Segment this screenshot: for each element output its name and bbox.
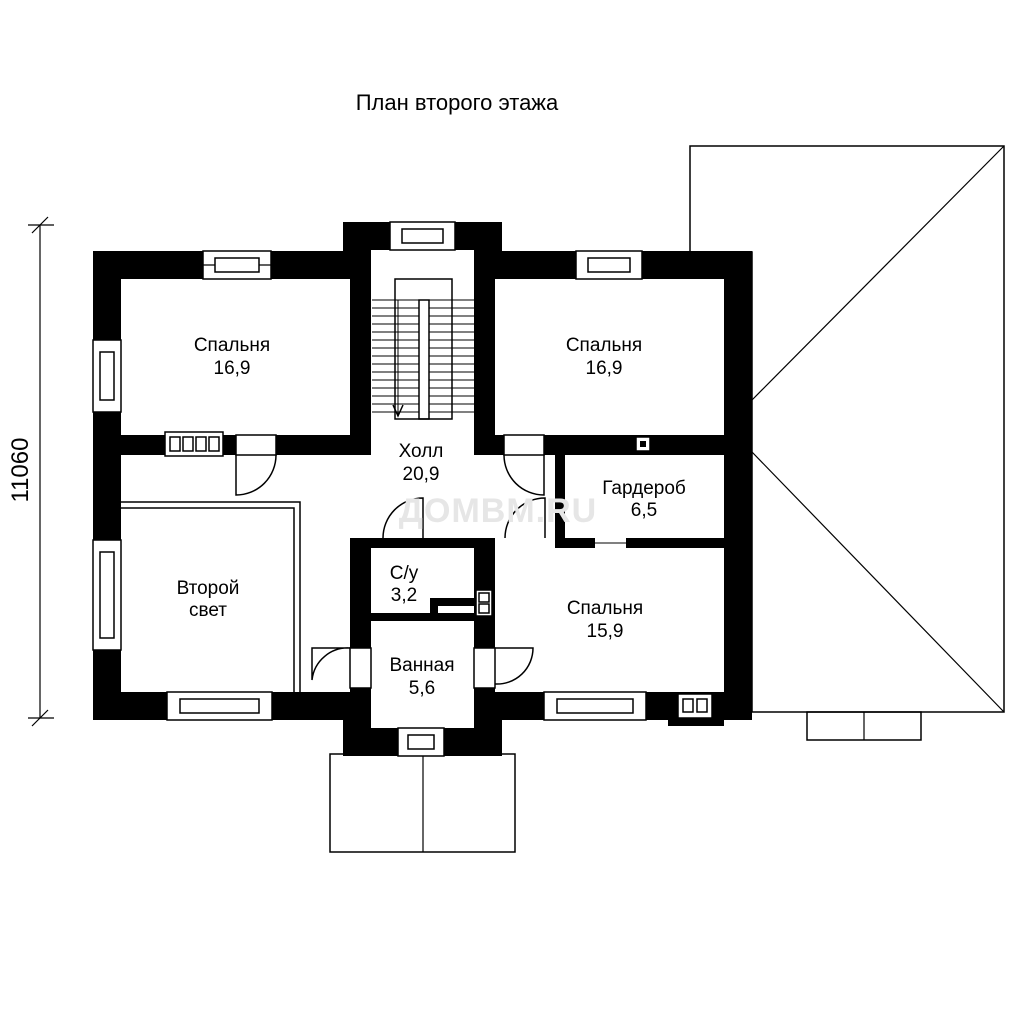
room-wardrobe-area: 6,5 xyxy=(631,500,657,521)
room-bedroom-se-area: 15,9 xyxy=(587,621,624,642)
room-bedroom-ne-area: 16,9 xyxy=(586,358,623,379)
dimension-line xyxy=(28,216,54,727)
watermark: ДОМВМ.RU xyxy=(399,492,597,530)
second-light-void xyxy=(121,501,301,692)
staircase xyxy=(372,278,474,420)
room-bathroom-area: 5,6 xyxy=(409,678,435,699)
fixtures xyxy=(164,431,713,719)
dimension-label: 11060 xyxy=(7,438,34,503)
room-hall-area: 20,9 xyxy=(403,464,440,485)
room-second-light-line2: свет xyxy=(189,600,227,621)
windows xyxy=(92,221,647,757)
room-wc-name: С/у xyxy=(390,563,419,584)
room-wardrobe-name: Гардероб xyxy=(602,478,686,499)
door-openings xyxy=(235,434,626,689)
room-bedroom-se-name: Спальня xyxy=(567,598,643,619)
room-second-light-line1: Второй xyxy=(177,578,240,599)
plan-title: План второго этажа xyxy=(356,90,559,115)
room-bedroom-ne-name: Спальня xyxy=(566,335,642,356)
porch-roof xyxy=(329,753,516,853)
room-hall-name: Холл xyxy=(399,441,444,462)
room-bathroom-name: Ванная xyxy=(389,655,454,676)
room-wc-area: 3,2 xyxy=(391,585,417,606)
room-bedroom-nw-name: Спальня xyxy=(194,335,270,356)
door-swings xyxy=(235,454,546,685)
room-bedroom-nw-area: 16,9 xyxy=(214,358,251,379)
